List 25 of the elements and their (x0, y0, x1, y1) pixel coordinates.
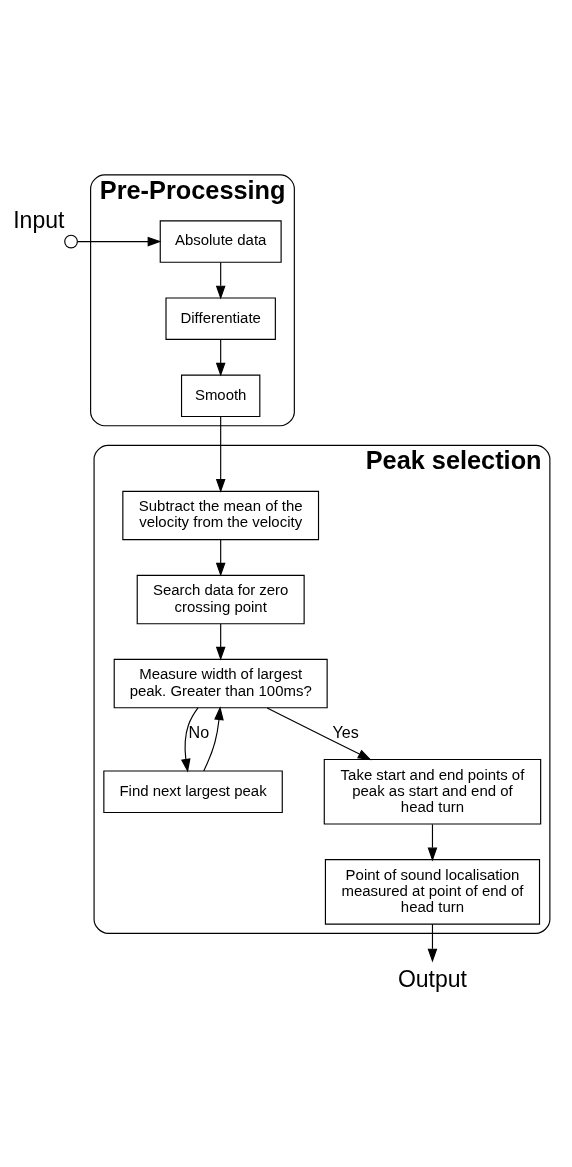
arrow (427, 923, 438, 962)
arrow (180, 706, 199, 773)
node-box: Measure width of largest peak. Greater than 100ms? (113, 658, 328, 708)
arrow (215, 338, 226, 377)
node-label: Input (13, 206, 65, 233)
node-box: Search data for zero crossing point (136, 574, 305, 624)
arrow (203, 705, 224, 771)
arrow (427, 823, 438, 861)
edge-label: No (188, 722, 210, 741)
edge-label: Yes (332, 722, 359, 741)
arrow (215, 261, 226, 299)
node-text: Output (397, 965, 468, 992)
arrow (215, 538, 226, 577)
node-box: Point of sound localisation measured at point of end of head turn (324, 858, 541, 925)
node-box: Subtract the mean of the velocity from the velocity (122, 490, 320, 540)
node-box: Smooth (180, 374, 261, 417)
node-box: Absolute data (159, 219, 282, 263)
node-box: Find next largest peak (103, 769, 283, 813)
node-box: Differentiate (165, 296, 276, 340)
arrow (215, 415, 226, 493)
arrow (266, 706, 372, 760)
arrow (215, 622, 226, 661)
node-box: Take start and end points of peak as start and end of head turn (323, 758, 542, 825)
node-circle (64, 234, 78, 248)
arrow (76, 236, 162, 246)
